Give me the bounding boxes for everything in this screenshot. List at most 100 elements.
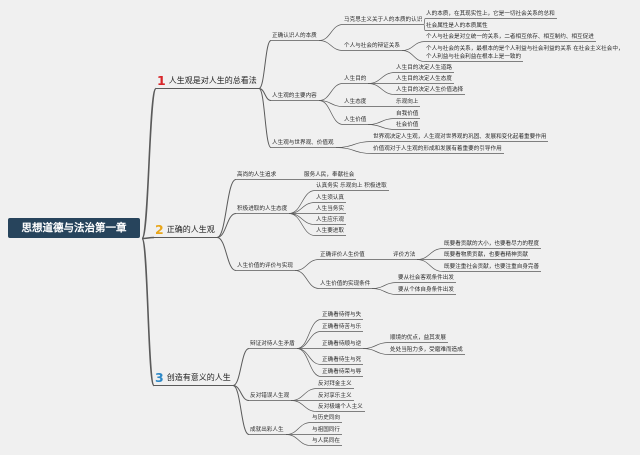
section-2-number: 2 <box>155 222 164 237</box>
s2-c-label[interactable]: 人生价值的评价与实现 <box>237 263 293 269</box>
link-s1-a-label <box>258 40 272 89</box>
s1-c-leaf-2: 价值观对于人生观的形成和发展有着重要的引导作用 <box>373 146 502 152</box>
link-s3-b-leaf-1 <box>290 388 318 401</box>
link-s1-a2-leaf-2b <box>401 50 426 62</box>
s1-b1-leaf-1: 人生目的决定人生道路 <box>396 65 452 71</box>
s3-b-leaf-2: 反对享乐主义 <box>318 393 352 399</box>
s2-c1-leaf-2: 既要看物质贡献，也要看精神贡献 <box>444 252 528 258</box>
root-node[interactable]: 思想道德与法治第一章 <box>8 218 140 238</box>
link-s1-c-leaf-2 <box>335 147 373 154</box>
s1-b3-leaf-1: 自我价值 <box>396 111 419 117</box>
link-s2-b-label <box>216 213 237 238</box>
s1-b1-leaf-3: 人生目的决定人生价值选择 <box>396 87 464 93</box>
link-s1-a1-leaf-1 <box>423 18 426 25</box>
s1-a2-leaf-2a: 个人与社会的关系，最根本的是个人利益与社会利益的关系 在社会主义社会中， <box>426 46 624 52</box>
s1-b1-leaf-2: 人生目的决定人生态度 <box>396 76 452 82</box>
link-s1-a1-label <box>318 24 344 41</box>
s1-a1-label[interactable]: 马克思主义关于人的本质的认识 <box>344 17 423 23</box>
link-s2-c1-leaf-1 <box>416 248 444 260</box>
link-section-3-node <box>141 237 155 387</box>
link-s3-a-leaf-2 <box>296 331 322 349</box>
link-s2-b-leaf-4 <box>288 213 316 225</box>
s2-b-leaf-3: 人生当务实 <box>316 206 344 212</box>
link-s3-b-leaf-3 <box>290 400 318 412</box>
s3-b-leaf-1: 反对拜金主义 <box>318 381 352 387</box>
s1-b3-label[interactable]: 人生价值 <box>344 117 367 123</box>
link-s2-c2-leaf-1 <box>371 282 398 289</box>
s2-c1-leaf-1: 既要看贡献的大小，也要看尽力的程度 <box>444 241 540 247</box>
s2-c2-leaf-1: 要从社会客观条件出发 <box>398 275 454 281</box>
section-2-title: 正确的人生观 <box>166 225 215 234</box>
link-s3-c-label <box>232 385 250 435</box>
s1-a1-leaf-1: 人的本质，在其现实性上，它是一切社会关系的总和 <box>426 11 555 17</box>
link-s1-c-leaf-1 <box>335 141 373 148</box>
link-s2-c1-leaf-3 <box>416 259 444 272</box>
link-s3-a-leaf-3b <box>362 348 390 355</box>
s3-a-leaf-5: 正确看待荣与辱 <box>322 369 362 375</box>
s3-b-leaf-3: 反对极端个人主义 <box>318 404 363 410</box>
link-s3-a-label <box>232 348 250 386</box>
s1-b2-label[interactable]: 人生态度 <box>344 99 367 105</box>
link-s1-a2-leaf-1 <box>401 41 426 51</box>
s2-b-leaf-4: 人生应乐观 <box>316 217 344 223</box>
s2-c2-label[interactable]: 人生价值的实现条件 <box>320 281 371 287</box>
s2-a-label[interactable]: 高尚的人生追求 <box>237 172 277 178</box>
s2-b-leaf-1: 认真务实 乐观向上 积极进取 <box>316 183 387 189</box>
link-s2-c2-leaf-2 <box>371 288 398 295</box>
s3-c-leaf-3: 与人民同在 <box>312 438 340 444</box>
s2-b-leaf-2: 人生须认真 <box>316 195 344 201</box>
s2-c2-leaf-2: 要从个体自身条件出发 <box>398 287 454 293</box>
s2-a-leaf-1: 服务人民，奉献社会 <box>304 172 355 178</box>
link-s3-a-leaf-5 <box>296 348 322 377</box>
s2-c1-label[interactable]: 正确评价人生价值 <box>320 252 365 258</box>
link-s3-c-leaf-3 <box>285 434 312 446</box>
s2-b-leaf-5: 人生要进取 <box>316 228 344 234</box>
link-s1-c-label <box>258 88 272 148</box>
s3-a-leaf-1: 正确看待得与失 <box>322 312 362 318</box>
s3-c-label[interactable]: 成就出彩人生 <box>250 427 284 433</box>
link-s3-a-leaf-3a <box>362 342 390 349</box>
link-s1-b1-leaf-1 <box>367 72 396 84</box>
section-1-number: 1 <box>157 73 166 88</box>
s1-a2-label[interactable]: 个人与社会的辩证关系 <box>344 43 400 49</box>
s2-b-label[interactable]: 积极进取的人生态度 <box>237 206 288 212</box>
s3-a-leaf-3a: 顺境的优点，益其发展 <box>390 335 446 341</box>
link-s1-b3-label <box>318 100 344 125</box>
s1-b3-leaf-2: 社会价值 <box>396 122 419 128</box>
s3-a-leaf-3: 正确看待顺与逆 <box>322 341 362 347</box>
link-s2-b-leaf-1 <box>288 190 316 214</box>
s1-c-label[interactable]: 人生观与世界观、价值观 <box>272 140 334 146</box>
link-s2-a-label <box>216 179 237 238</box>
s1-a2-leaf-2b: 个人利益与社会利益在根本上是一致的 <box>426 54 522 60</box>
link-s2-c1-label <box>294 259 320 271</box>
link-s2-c-label <box>216 237 237 271</box>
s1-a1-leaf-2: 社会属性是人的本质属性 <box>426 23 488 29</box>
s1-c-leaf-1: 世界观决定人生观，人生观对世界观的巩固、发展和变化起着重要作用 <box>373 134 547 140</box>
s1-a-label[interactable]: 正确认识人的本质 <box>272 33 317 39</box>
s3-a-leaf-4: 正确看待生与死 <box>322 357 362 363</box>
link-s3-c-leaf-1 <box>285 422 312 435</box>
s3-a-label[interactable]: 辩证对待人生矛盾 <box>250 341 295 347</box>
link-s2-b-leaf-2 <box>288 202 316 214</box>
section-3-title: 创造有意义的人生 <box>166 373 231 382</box>
s1-b2-leaf-1: 乐观向上 <box>396 99 419 105</box>
link-section-1-node <box>141 87 157 240</box>
s2-c1-method[interactable]: 评价方法 <box>393 252 416 258</box>
link-s1-a1-leaf-2 <box>423 24 426 31</box>
link-s2-c2-label <box>294 270 320 289</box>
s3-c-leaf-1: 与历史同向 <box>312 415 340 421</box>
link-s2-b-leaf-5 <box>288 213 316 236</box>
s2-c1-leaf-3: 既要注重社会贡献，也要注重自身完善 <box>444 264 540 270</box>
section-3-number: 3 <box>155 370 164 385</box>
s3-a-leaf-2: 正确看待苦与乐 <box>322 324 362 330</box>
s3-b-label[interactable]: 反对错误人生观 <box>250 393 290 399</box>
s1-b1-label[interactable]: 人生目的 <box>344 76 367 82</box>
link-s1-b1-leaf-3 <box>367 83 396 95</box>
link-section-2-node <box>141 236 155 240</box>
s1-b-label[interactable]: 人生观的主要内容 <box>272 93 317 99</box>
link-s1-b1-label <box>318 83 344 101</box>
